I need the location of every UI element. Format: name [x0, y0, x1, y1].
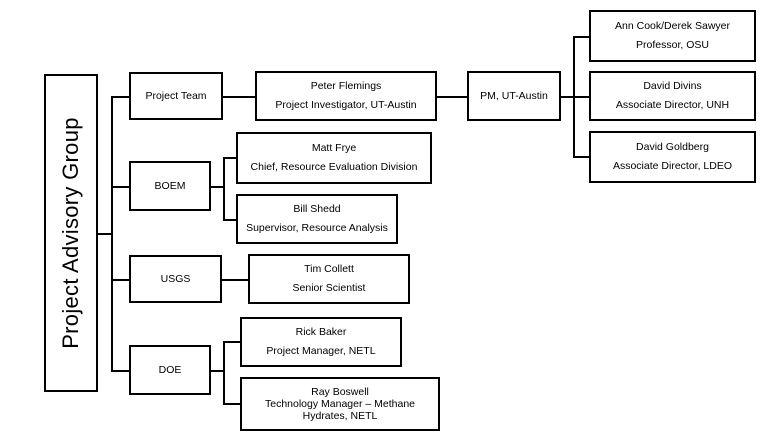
pm-to-members-line	[560, 96, 574, 98]
project-advisory-group-label: Project Advisory Group	[58, 117, 83, 349]
doe-member-title: Project Manager, NETL	[266, 345, 376, 357]
project-team-to-lead-line	[222, 96, 256, 98]
member-name: David Divins	[643, 80, 702, 92]
usgs-member-name: Tim Collett	[304, 263, 354, 275]
boem-member-title: Supervisor, Resource Analysis	[246, 222, 388, 234]
member-box: David Divins Associate Director, UNH	[589, 71, 756, 121]
doe-member-box: Rick Baker Project Manager, NETL	[240, 317, 402, 367]
member-title: Associate Director, UNH	[615, 99, 730, 111]
boem-member-1-branch-line	[223, 157, 237, 159]
doe-trunk-line	[223, 341, 225, 404]
doe-member-title: Technology Manager – Methane Hydrates, N…	[264, 398, 415, 422]
doe-connector-line	[210, 370, 224, 372]
doe-label: DOE	[158, 363, 182, 376]
doe-member-2-branch-line	[223, 403, 241, 405]
member-box: David Goldberg Associate Director, LDEO	[589, 131, 756, 183]
boem-branch-line	[111, 186, 129, 188]
member-title: Professor, OSU	[636, 39, 709, 51]
boem-trunk-line	[223, 157, 225, 220]
boem-box: BOEM	[129, 161, 211, 211]
lead-box: Peter Flemings Project Investigator, UT-…	[255, 71, 437, 121]
boem-member-name: Matt Frye	[311, 142, 357, 154]
lead-name: Peter Flemings	[310, 80, 382, 92]
usgs-member-box: Tim Collett Senior Scientist	[248, 254, 410, 304]
member-2-branch-line	[573, 96, 590, 98]
boem-member-name: Bill Shedd	[293, 203, 341, 215]
boem-member-title: Chief, Resource Evaluation Division	[250, 161, 418, 173]
doe-member-name: Rick Baker	[295, 326, 347, 338]
usgs-to-member-line	[221, 279, 249, 281]
doe-branch-line	[111, 370, 129, 372]
member-box: Ann Cook/Derek Sawyer Professor, OSU	[589, 10, 756, 62]
member-1-branch-line	[573, 36, 590, 38]
doe-box: DOE	[129, 345, 211, 395]
member-title: Associate Director, LDEO	[612, 160, 733, 172]
boem-member-box: Matt Frye Chief, Resource Evaluation Div…	[236, 132, 432, 184]
project-team-box: Project Team	[129, 72, 223, 120]
lead-title: Project Investigator, UT-Austin	[275, 99, 417, 111]
lead-to-pm-line	[436, 96, 468, 98]
usgs-label: USGS	[160, 272, 191, 285]
project-advisory-group-box: Project Advisory Group	[44, 74, 98, 392]
usgs-box: USGS	[129, 255, 222, 303]
member-name: David Goldberg	[636, 141, 709, 153]
doe-member-1-branch-line	[223, 341, 241, 343]
boem-member-box: Bill Shedd Supervisor, Resource Analysis	[236, 194, 398, 244]
root-connector-line	[98, 233, 112, 235]
doe-member-box: Ray Boswell Technology Manager – Methane…	[240, 377, 440, 431]
usgs-branch-line	[111, 279, 129, 281]
doe-member-name: Ray Boswell	[311, 386, 369, 398]
member-3-branch-line	[573, 156, 590, 158]
project-team-label: Project Team	[145, 89, 207, 102]
pm-box: PM, UT-Austin	[467, 71, 561, 121]
project-team-branch-line	[111, 96, 129, 98]
boem-member-2-branch-line	[223, 219, 237, 221]
root-trunk-line	[111, 96, 113, 371]
usgs-member-title: Senior Scientist	[292, 282, 366, 294]
member-name: Ann Cook/Derek Sawyer	[615, 20, 730, 32]
pm-label: PM, UT-Austin	[480, 89, 548, 102]
boem-connector-line	[210, 186, 224, 188]
boem-label: BOEM	[154, 179, 186, 192]
